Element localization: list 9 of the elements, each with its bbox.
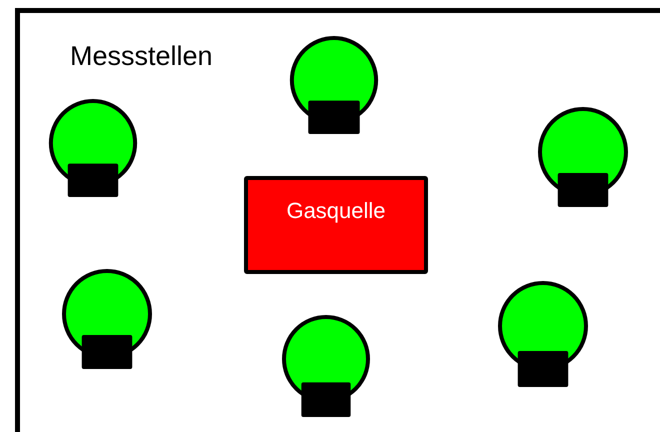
source-box: Gasquelle <box>244 176 428 274</box>
frame-heading: Messstellen <box>70 41 213 72</box>
sensor-drawing <box>538 107 628 207</box>
sensor-drawing <box>62 269 152 369</box>
frame <box>15 8 660 432</box>
sensor-drawing <box>498 281 588 387</box>
sensor-drawing <box>48 99 138 197</box>
sensor-drawing <box>282 315 370 417</box>
sensor-drawing <box>288 36 380 134</box>
